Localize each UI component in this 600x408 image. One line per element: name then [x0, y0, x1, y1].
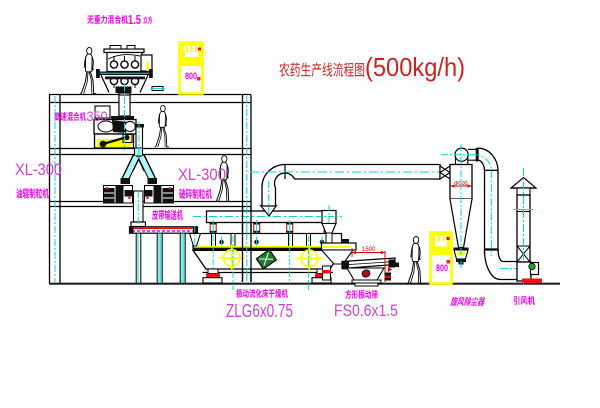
- svg-text:350: 350: [87, 108, 108, 124]
- svg-text:1.5: 1.5: [128, 12, 141, 27]
- svg-text:800: 800: [436, 263, 448, 273]
- svg-text:ZLG6x0.75: ZLG6x0.75: [226, 301, 293, 321]
- svg-text:XL-300: XL-300: [15, 160, 62, 179]
- svg-text:800: 800: [185, 71, 197, 81]
- svg-text:XL-300: XL-300: [178, 165, 226, 184]
- svg-text:FS0.6x1.5: FS0.6x1.5: [334, 301, 398, 320]
- svg-text:1500: 1500: [362, 247, 376, 253]
- svg-text:(500kg/h): (500kg/h): [365, 52, 465, 82]
